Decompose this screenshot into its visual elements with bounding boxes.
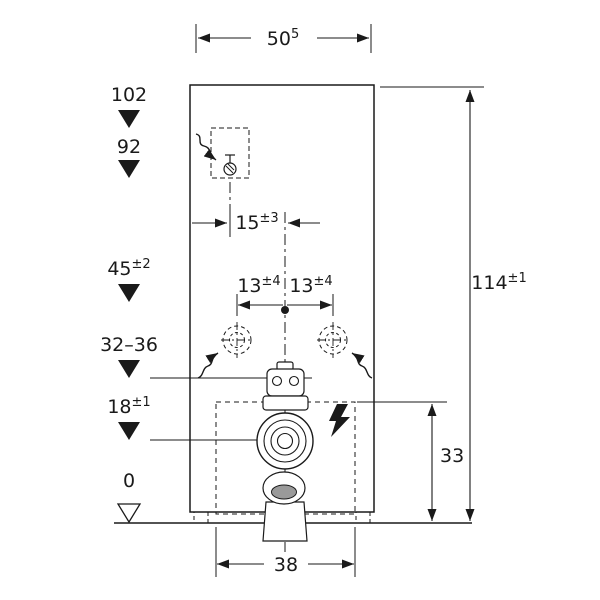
filled-triangle-down-icon [118,160,140,178]
level-marker-18: 18±1 [107,395,151,440]
squiggle-arrow-icon [195,133,217,161]
water-supply-zone [195,127,250,179]
dimension-zone-height: 33 [357,401,464,521]
dimension-supply-offset: 15±3 [192,211,320,235]
filled-triangle-down-icon [118,110,140,128]
fixture-mid-plate [262,395,309,411]
right-height-label: 114±1 [471,271,526,294]
level-marker-45: 45±2 [107,257,151,302]
supply-offset-label: 15±3 [235,211,278,234]
fixing-left-label: 13±4 [237,274,280,297]
level-label-45: 45±2 [107,257,150,280]
dimension-top-width: 505 [195,24,372,53]
connection-zone-box [215,401,356,515]
fixture-bend-ring [263,419,307,463]
zone-width-label: 38 [274,554,298,576]
dimension-right-height: 114±1 [380,86,527,521]
level-label-0: 0 [123,470,135,492]
dimension-fixing-right: 13±4 [287,274,334,316]
fixture-foot [262,501,308,542]
squiggle-arrow-icon [351,352,373,379]
level-marker-32-36: 32–36 [100,334,158,378]
fixing-point-right [317,322,349,358]
level-marker-102: 102 [111,84,147,128]
module-foot-right [355,511,371,524]
fixing-point-left [221,322,253,358]
level-label-102: 102 [111,84,147,106]
filled-triangle-down-icon [118,284,140,302]
dimension-fixing-left: 13±4 [236,274,283,316]
filled-triangle-down-icon [118,360,140,378]
fixing-right-label: 13±4 [289,274,332,297]
squiggle-arrow-icon [197,352,219,379]
level-marker-92: 92 [117,136,141,178]
fixture-bend-ring [270,426,300,456]
fixture-bend-outer [256,412,314,470]
fixture-outlet-opening [271,484,297,500]
fixture-bend-ring [276,432,294,450]
dimension-zone-width: 38 [215,527,356,577]
zone-height-label: 33 [440,445,464,467]
fixture-bolt-hole [271,375,283,387]
stopcock-tap-icon [223,154,237,176]
center-reference-dot [281,306,289,314]
open-triangle-down-icon [116,503,142,524]
flush-bend-fixture [256,361,314,542]
filled-triangle-down-icon [118,422,140,440]
level-label-32-36: 32–36 [100,334,158,356]
level-label-92: 92 [117,136,141,158]
level-marker-0: 0 [116,470,142,524]
level-label-18: 18±1 [107,395,150,418]
lightning-bolt-icon [329,404,350,437]
top-width-label: 505 [267,27,299,50]
module-foot-left [193,511,209,524]
fixture-bolt-hole [288,375,300,387]
